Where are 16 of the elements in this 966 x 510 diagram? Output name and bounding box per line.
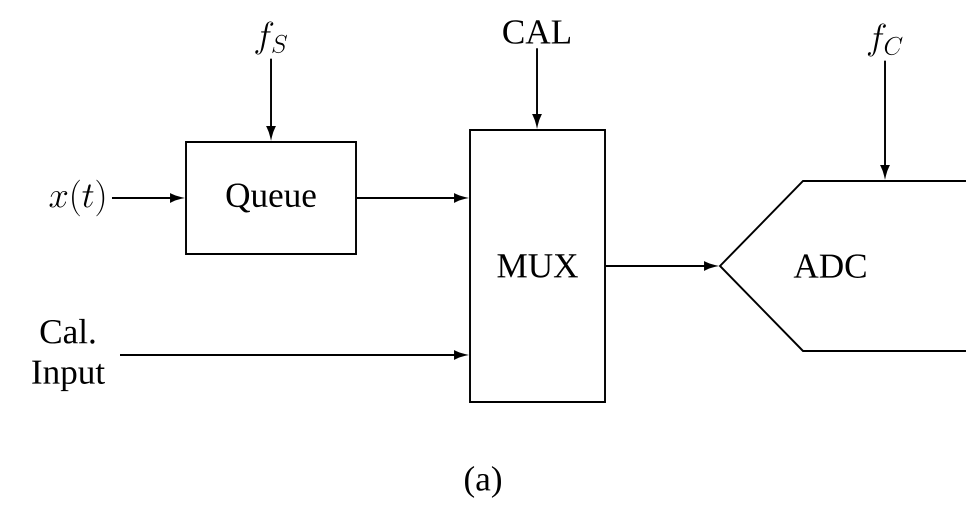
arrow — [606, 262, 716, 270]
signal-label: $f_S$ — [255, 21, 288, 55]
caption: (a) — [465, 466, 501, 498]
signal-label: CAL — [503, 20, 570, 44]
queue-box: Queue — [185, 141, 357, 255]
signal-label: Cal. Input — [32, 318, 105, 392]
signal-label: $f_C$ — [868, 23, 902, 57]
arrow — [120, 350, 466, 360]
arrow — [356, 194, 466, 202]
adc-block: ADC — [718, 180, 966, 352]
arrow — [112, 194, 182, 202]
arrow — [880, 60, 890, 177]
arrow — [266, 58, 276, 138]
signal-label: $x(t)$ — [50, 180, 104, 216]
mux-box: MUX — [469, 129, 606, 403]
arrow — [532, 48, 542, 126]
